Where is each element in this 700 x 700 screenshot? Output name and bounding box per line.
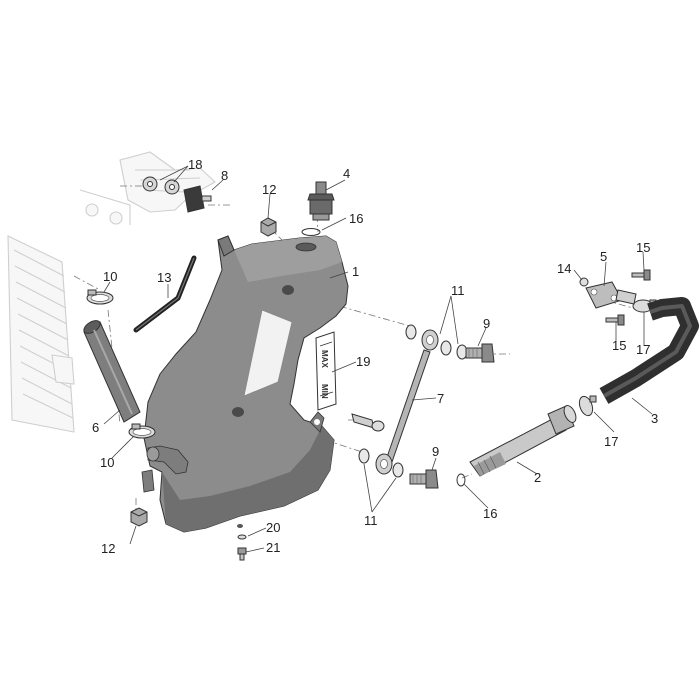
clamp-part-10-bottom <box>128 423 156 439</box>
clamp-part-17-lower <box>578 395 597 417</box>
washers-part-11-bottom <box>358 448 404 478</box>
callout-10-top: 10 <box>103 269 117 284</box>
callout-12-bottom: 12 <box>101 541 115 556</box>
clamp-part-10-top <box>86 289 114 305</box>
callout-15-bottom: 15 <box>612 338 626 353</box>
nut-part-12-top <box>260 217 277 237</box>
bolt-part-9-top <box>465 343 495 363</box>
callout-17-lower: 17 <box>604 434 618 449</box>
washers-part-18 <box>142 176 180 195</box>
screw-part-15-top <box>631 269 651 281</box>
fitting-part-5 <box>585 281 637 309</box>
callout-16-bottom: 16 <box>483 506 497 521</box>
radiator-ghost <box>7 235 75 433</box>
callout-20: 20 <box>266 520 280 535</box>
drain-plug-part-21 <box>237 547 247 561</box>
callout-10-bottom: 10 <box>100 455 114 470</box>
o-ring-part-16-bottom <box>456 473 466 487</box>
callout-19: 19 <box>356 354 370 369</box>
oil-cap-part-4 <box>307 181 335 221</box>
callout-1: 1 <box>352 264 359 279</box>
hose-strip-part-13 <box>133 255 197 333</box>
screw-part-15-bottom <box>605 314 625 326</box>
callout-18: 18 <box>188 157 202 172</box>
washer-part-20 <box>237 534 247 540</box>
callout-8: 8 <box>221 168 228 183</box>
callout-13: 13 <box>157 270 171 285</box>
callout-2: 2 <box>534 470 541 485</box>
callout-11-bottom: 11 <box>364 513 378 528</box>
rubber-mount-part-8 <box>183 185 212 213</box>
callout-15-top: 15 <box>636 240 650 255</box>
callout-5: 5 <box>600 249 607 264</box>
bolt-part-9-bottom <box>409 469 439 489</box>
callout-21: 21 <box>266 540 280 555</box>
nut-part-12-bottom <box>130 507 148 527</box>
callout-12-top: 12 <box>262 182 276 197</box>
callout-9-top: 9 <box>483 316 490 331</box>
callout-7: 7 <box>437 391 444 406</box>
hose-part-3 <box>599 297 699 404</box>
callout-4: 4 <box>343 166 350 181</box>
hose-part-6 <box>83 320 141 423</box>
level-sticker-part-19: MAX MIN <box>315 331 337 411</box>
max-label: MAX <box>320 350 329 368</box>
callout-17-upper: 17 <box>636 342 650 357</box>
washers-part-11-top <box>405 324 468 360</box>
banjo-fitting <box>351 413 385 432</box>
callout-16-top: 16 <box>349 211 363 226</box>
o-ring-part-16-top <box>301 228 321 236</box>
pipe-part-2 <box>469 405 577 477</box>
callout-3: 3 <box>651 411 658 426</box>
rod-part-7 <box>375 329 439 475</box>
leader-lines <box>103 165 653 553</box>
min-label: MIN <box>320 384 329 399</box>
callout-numbers: 1 2 3 4 5 6 7 8 9 9 10 10 11 11 12 12 13… <box>92 157 658 556</box>
callout-9-bottom: 9 <box>432 444 439 459</box>
oil-tank-part-1 <box>141 235 349 533</box>
callout-14: 14 <box>557 261 571 276</box>
callout-11-top: 11 <box>451 283 465 298</box>
callout-6: 6 <box>92 420 99 435</box>
